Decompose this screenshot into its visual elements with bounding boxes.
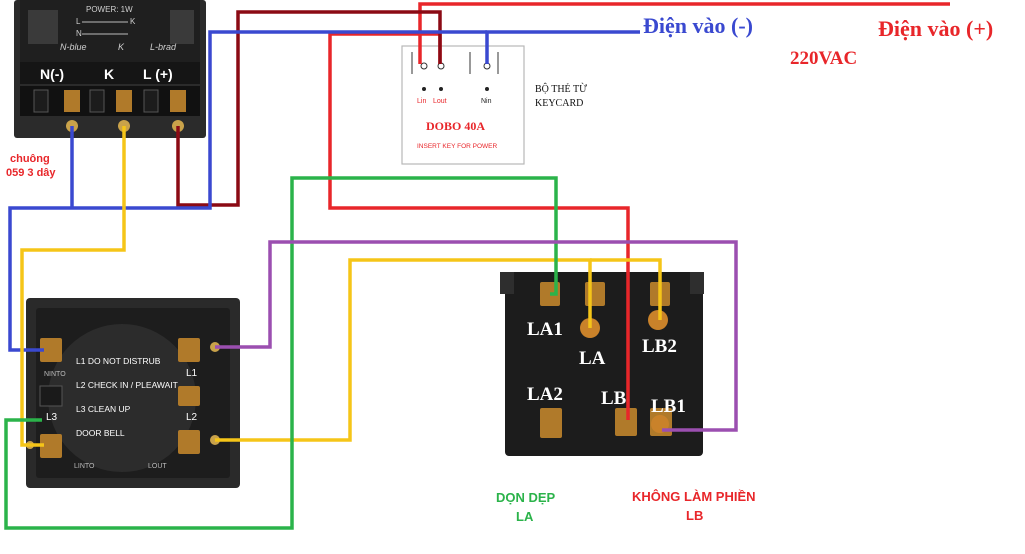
bell-footer-k: K: [118, 42, 125, 52]
bell-term-n: N(-): [40, 66, 64, 82]
bell-footer-l: L-brad: [150, 42, 177, 52]
relay-la2: LA2: [527, 384, 563, 405]
bell-term-l: L (+): [143, 66, 173, 82]
relay-module: LA1 LA LB2 LA2 LB LB1: [500, 272, 704, 456]
relay-la1: LA1: [527, 319, 563, 340]
keycard-title-2: KEYCARD: [535, 98, 583, 109]
switch-right-l1: L1: [186, 368, 198, 379]
svg-text:LINTO: LINTO: [74, 463, 95, 470]
keycard-unit: Lin Lout Nin DOBO 40A INSERT KEY FOR POW…: [401, 45, 587, 165]
wire-green: [4, 176, 558, 530]
wire-red-power: [418, 2, 950, 64]
svg-text:K: K: [130, 17, 136, 26]
pin-lout-label: Lout: [433, 98, 447, 105]
switch-left-l3: L3: [46, 412, 58, 423]
keycard-title-1: BỘ THẺ TỪ: [535, 83, 587, 95]
label-dnd-group: KHÔNG LÀM PHIỀN: [632, 489, 756, 504]
svg-text:LOUT: LOUT: [148, 463, 167, 470]
label-bell-caption-1: chuông: [10, 153, 50, 165]
switch-label-l1: L1 DO NOT DISTRUB: [76, 356, 161, 366]
wire-yellow-bell: [20, 126, 126, 447]
label-voltage: 220VAC: [790, 48, 857, 69]
wires: [4, 2, 950, 530]
wire-purple: [215, 240, 738, 432]
relay-lb: LB: [601, 388, 627, 409]
wire-blue-main: [8, 30, 487, 352]
label-power-pos: Điện vào (+): [878, 16, 993, 41]
bell-footer-n: N-blue: [60, 42, 87, 52]
keycard-caption: INSERT KEY FOR POWER: [417, 143, 497, 150]
label-dnd-code: LB: [686, 508, 703, 523]
relay-lb2: LB2: [642, 336, 677, 357]
wire-darkred: [176, 10, 442, 207]
pin-lin-label: Lin: [417, 98, 426, 105]
wire-yellow-lb2: [590, 258, 662, 320]
label-bell-caption-2: 059 3 dây: [6, 167, 56, 179]
bell-power-rating: POWER: 1W: [86, 5, 133, 14]
relay-lb1: LB1: [651, 396, 686, 417]
relay-la: LA: [579, 348, 606, 369]
svg-text:NINTO: NINTO: [44, 371, 66, 378]
bell-term-k: K: [104, 66, 114, 82]
wire-yellow-relay: [215, 258, 592, 442]
switch-label-bell: DOOR BELL: [76, 428, 125, 438]
bell-module: POWER: 1W L N K N-blue K L-brad N(-) K L…: [14, 0, 206, 138]
keycard-model: DOBO 40A: [426, 119, 485, 133]
label-clean-code: LA: [516, 509, 534, 524]
pin-nin-label: Nin: [481, 98, 492, 105]
svg-text:L: L: [76, 17, 81, 26]
switch-panel: L1 DO NOT DISTRUB L2 CHECK IN / PLEAWAIT…: [26, 298, 240, 488]
switch-label-l3: L3 CLEAN UP: [76, 404, 131, 414]
switch-right-l2: L2: [186, 412, 198, 423]
label-clean-group: DỌN DẸP: [496, 490, 556, 505]
switch-label-l2: L2 CHECK IN / PLEAWAIT: [76, 380, 178, 390]
label-power-neg: Điện vào (-): [643, 13, 753, 38]
svg-text:N: N: [76, 29, 82, 38]
